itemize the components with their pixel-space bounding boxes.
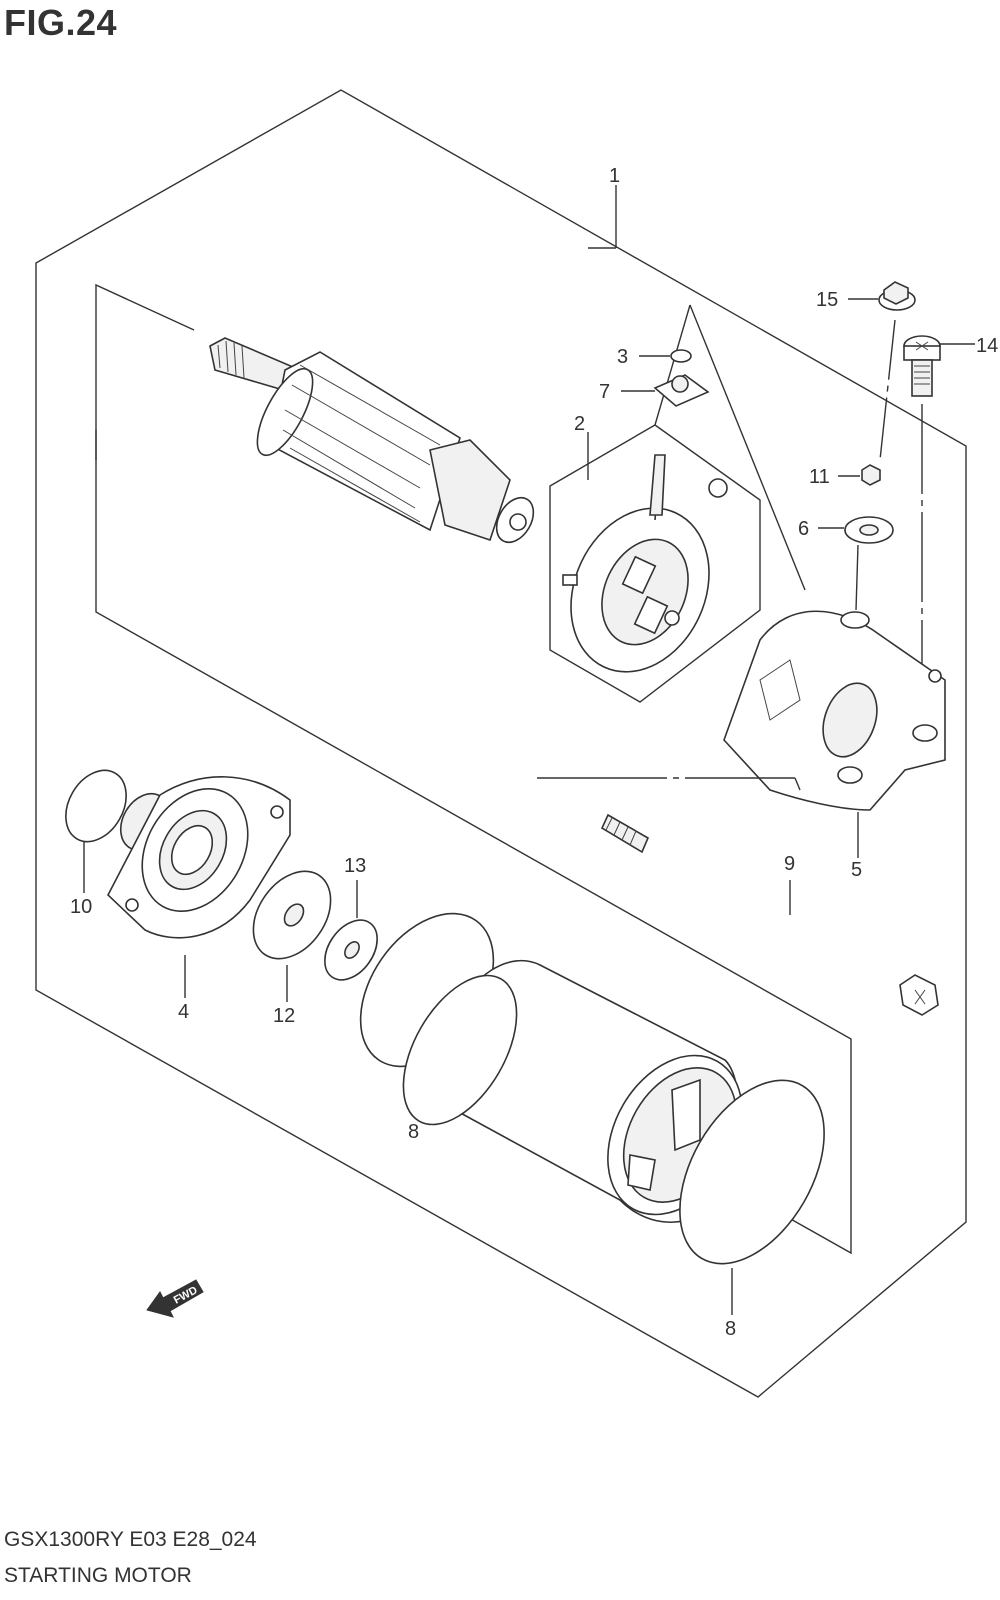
callout-5: 5 (851, 859, 862, 881)
callout-8-right: 8 (725, 1318, 736, 1340)
callout-11: 11 (809, 466, 830, 488)
model-code: GSX1300RY E03 E28_024 (4, 1528, 257, 1551)
washer-part-12 (252, 870, 332, 960)
callout-13: 13 (344, 855, 366, 877)
figure-title: FIG.24 (4, 2, 118, 43)
callout-4: 4 (178, 1001, 189, 1023)
o-ring-part-10 (65, 769, 127, 843)
leader-long-2 (654, 304, 691, 426)
leader-long-1 (689, 304, 806, 591)
screw-part-14 (903, 335, 941, 397)
leader-6b (855, 544, 859, 611)
leader-15b (879, 319, 896, 461)
callout-9: 9 (784, 853, 795, 875)
callout-8-left: 8 (408, 1121, 419, 1143)
callout-12: 12 (273, 1005, 295, 1027)
callout-7: 7 (599, 381, 610, 403)
callout-14: 14 (976, 335, 998, 357)
callout-15: 15 (816, 289, 838, 311)
inner-frame (95, 283, 852, 1255)
armature-part (209, 337, 535, 544)
nut-part-15 (878, 281, 916, 311)
callout-6: 6 (798, 518, 809, 540)
washer-part-13 (324, 919, 378, 981)
leader-5-tip (794, 777, 801, 791)
assembly-outline (35, 89, 967, 1398)
washer-part-6 (844, 516, 894, 544)
terminal-plate-part-7 (653, 374, 710, 407)
callout-10: 10 (70, 896, 92, 918)
o-ring-part-8-right (679, 1079, 825, 1265)
front-cover-part-4 (107, 776, 291, 939)
fwd-label: FWD (172, 1284, 200, 1306)
callout-2: 2 (574, 413, 585, 435)
fwd-arrow-icon: FWD (146, 1279, 204, 1318)
end-cover-part-5 (723, 610, 946, 811)
callout-3: 3 (617, 346, 628, 368)
through-bolt-part-9 (600, 813, 939, 1016)
figure-caption: STARTING MOTOR (4, 1564, 192, 1587)
o-ring-part-3 (670, 349, 692, 363)
nut-part-11 (861, 464, 881, 486)
brush-holder-part (562, 454, 728, 673)
callout-1: 1 (609, 165, 620, 187)
